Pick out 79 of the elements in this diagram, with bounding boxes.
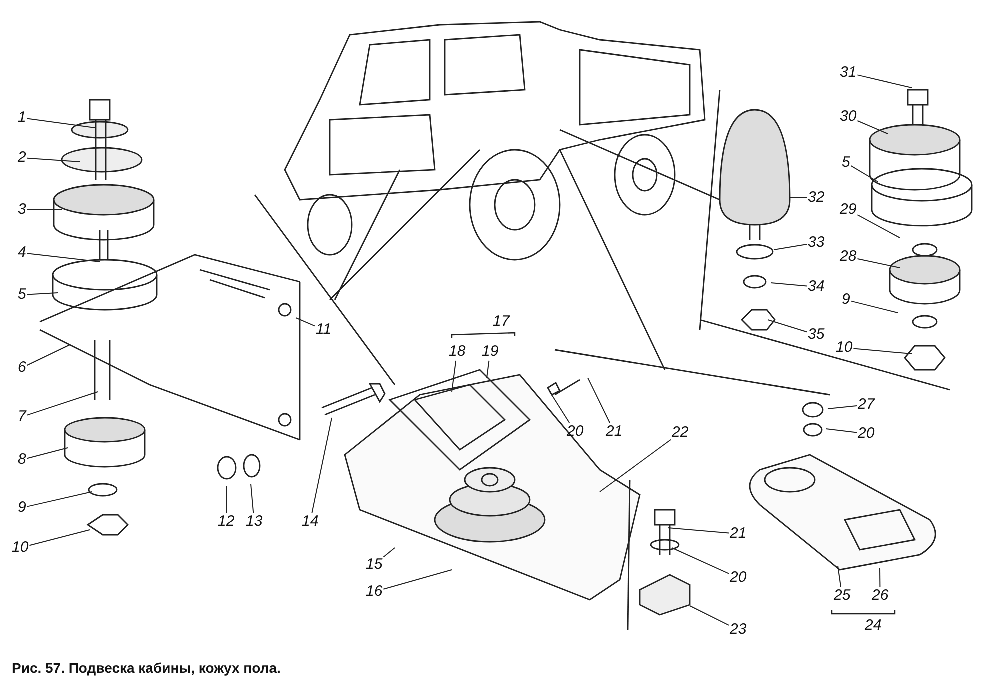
callout-number: 5 bbox=[842, 155, 850, 171]
leader-line bbox=[26, 118, 96, 128]
leader-line bbox=[690, 606, 730, 626]
callout-number: 21 bbox=[606, 424, 623, 440]
leader-line bbox=[383, 570, 452, 590]
leader-line bbox=[770, 282, 808, 287]
callout-number: 23 bbox=[730, 622, 747, 638]
leader-line bbox=[26, 344, 70, 366]
leader-line bbox=[668, 528, 730, 534]
callout-number: 17 bbox=[493, 314, 510, 330]
leader-line bbox=[853, 348, 912, 354]
callout-number: 13 bbox=[246, 514, 263, 530]
callout-number: 18 bbox=[449, 344, 466, 360]
leader-line bbox=[296, 318, 316, 327]
leader-line bbox=[857, 214, 900, 238]
callout-number: 30 bbox=[840, 109, 857, 125]
leader-line bbox=[838, 566, 842, 588]
callout-number: 16 bbox=[366, 584, 383, 600]
callout-number: 1 bbox=[18, 110, 26, 126]
leader-line bbox=[600, 439, 672, 492]
callout-number: 33 bbox=[808, 235, 825, 251]
callout-number: 14 bbox=[302, 514, 319, 530]
leader-line bbox=[588, 378, 610, 424]
callout-number: 35 bbox=[808, 327, 825, 343]
callout-number: 3 bbox=[18, 202, 26, 218]
leader-line bbox=[850, 166, 878, 182]
callout-number: 10 bbox=[836, 340, 853, 356]
callout-number: 7 bbox=[18, 409, 26, 425]
leader-line bbox=[672, 548, 730, 574]
leader-line bbox=[880, 568, 881, 588]
callout-number: 8 bbox=[18, 452, 26, 468]
callout-number: 4 bbox=[18, 245, 26, 261]
leader-line bbox=[26, 492, 92, 508]
leader-line bbox=[383, 548, 396, 558]
leader-line bbox=[312, 418, 332, 514]
leader-line bbox=[29, 530, 90, 546]
leader-line bbox=[226, 486, 228, 514]
leader-line bbox=[828, 406, 858, 410]
callout-number: 21 bbox=[730, 526, 747, 542]
callout-number: 20 bbox=[858, 426, 875, 442]
leader-line bbox=[857, 258, 900, 268]
leader-line bbox=[26, 253, 100, 262]
leader-line bbox=[857, 120, 888, 134]
callout-number: 24 bbox=[865, 618, 882, 634]
callout-number: 5 bbox=[18, 287, 26, 303]
callout-number: 9 bbox=[842, 292, 850, 308]
leader-line bbox=[452, 360, 457, 392]
callout-number: 25 bbox=[834, 588, 851, 604]
callout-number: 15 bbox=[366, 557, 383, 573]
leader-line bbox=[774, 244, 808, 250]
leader-line bbox=[26, 292, 58, 296]
callout-number: 12 bbox=[218, 514, 235, 530]
callout-number: 20 bbox=[567, 424, 584, 440]
callout-number: 32 bbox=[808, 190, 825, 206]
leader-line bbox=[826, 428, 858, 434]
leader-line bbox=[850, 300, 898, 314]
callout-number: 19 bbox=[482, 344, 499, 360]
callout-number: 2 bbox=[18, 150, 26, 166]
leader-line bbox=[26, 392, 98, 416]
leader-line bbox=[26, 448, 68, 460]
callout-number: 11 bbox=[316, 322, 332, 338]
figure-caption: Рис. 57. Подвеска кабины, кожух пола. bbox=[12, 660, 281, 676]
callout-number: 10 bbox=[12, 540, 29, 556]
leader-line bbox=[486, 360, 490, 378]
callout-number: 27 bbox=[858, 397, 875, 413]
callout-number: 20 bbox=[730, 570, 747, 586]
leader-line bbox=[857, 74, 912, 88]
leader-line bbox=[550, 392, 570, 424]
leader-line bbox=[250, 484, 254, 514]
leader-line bbox=[26, 158, 80, 162]
callout-number: 9 bbox=[18, 500, 26, 516]
callout-number: 34 bbox=[808, 279, 825, 295]
callout-number: 28 bbox=[840, 249, 857, 265]
callout-number: 22 bbox=[672, 425, 689, 441]
callout-number: 29 bbox=[840, 202, 857, 218]
callout-number: 31 bbox=[840, 65, 857, 81]
callout-number: 6 bbox=[18, 360, 26, 376]
callout-number: 26 bbox=[872, 588, 889, 604]
leader-line bbox=[768, 320, 808, 333]
